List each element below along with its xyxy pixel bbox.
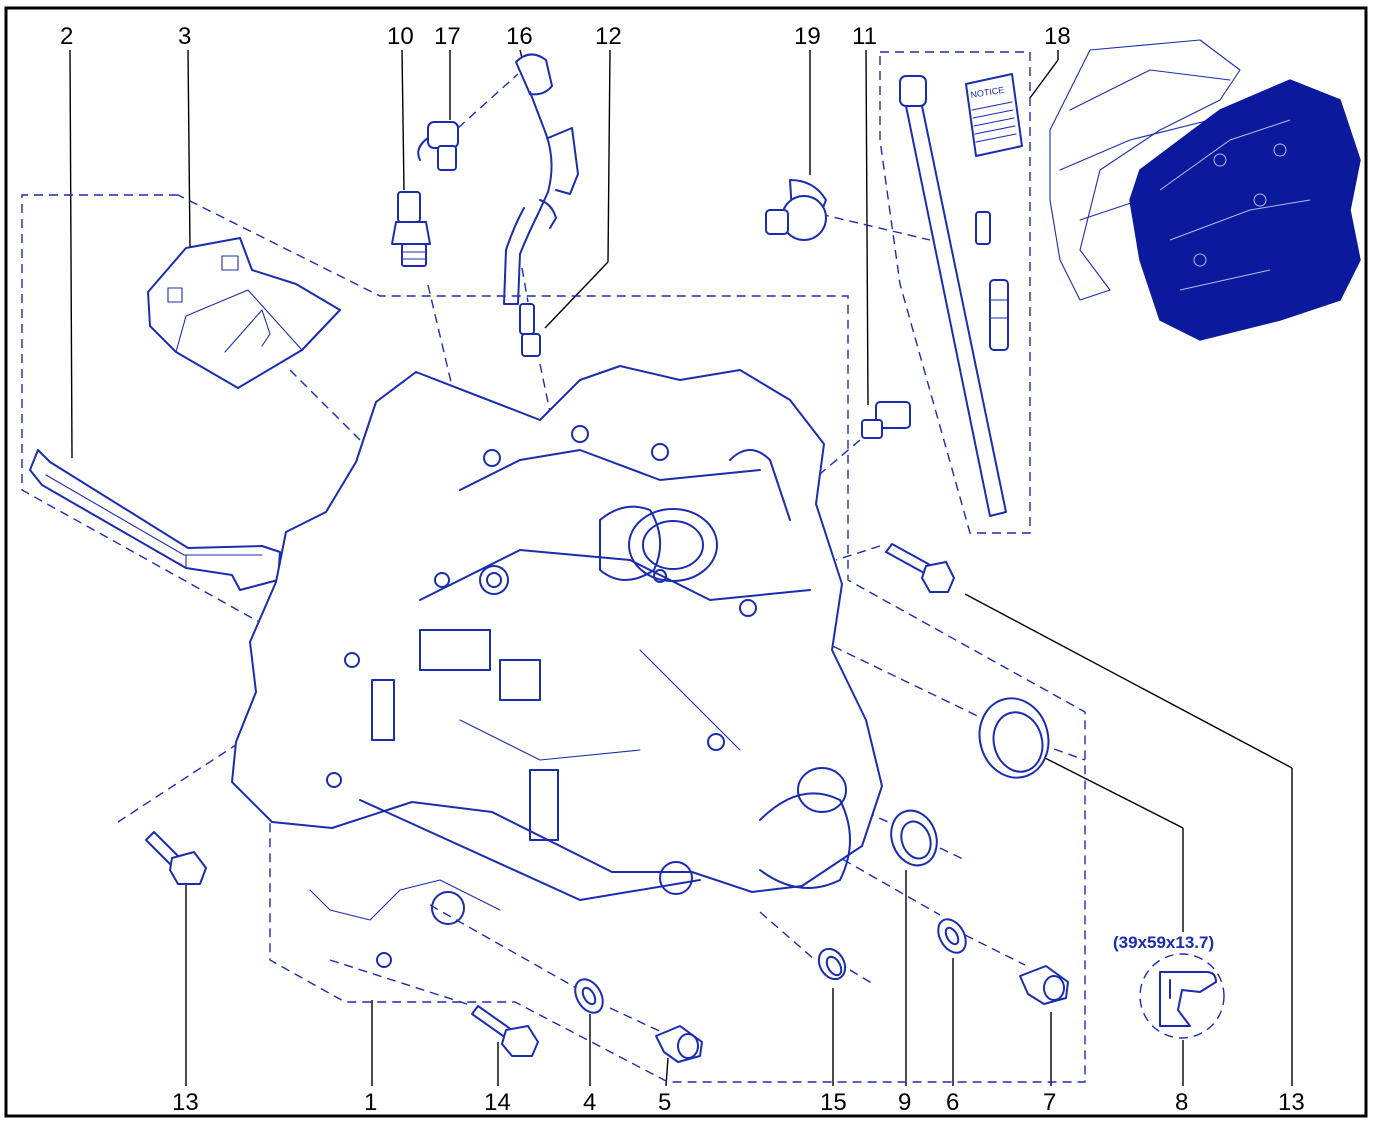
callout-6: 6	[946, 1089, 959, 1116]
part-18-notice-booklet: NOTICE	[965, 73, 1023, 157]
part-16-breather-hose	[503, 53, 579, 305]
callout-10: 10	[387, 23, 414, 50]
part-18-tube	[899, 75, 1007, 517]
callout-11: 11	[852, 23, 877, 50]
part-5-plug	[655, 1025, 703, 1063]
part-14-bolt	[471, 1005, 539, 1057]
part-18-fitting-small	[975, 211, 991, 245]
leader-lines	[69, 49, 1293, 1087]
callout-9: 9	[898, 1089, 911, 1116]
part-1-gearbox-housing	[231, 365, 883, 968]
seal-size-label: (39x59x13.7)	[1113, 933, 1214, 952]
callout-18: 18	[1044, 23, 1071, 50]
callout-16: 16	[506, 23, 533, 50]
part-17-connector	[417, 121, 459, 171]
assembled-gearbox-thumbnail	[1049, 39, 1361, 341]
part-18-fitting-large	[989, 279, 1009, 351]
callout-8: 8	[1175, 1089, 1188, 1116]
part-15-ring	[817, 947, 847, 981]
part-13-bolt-left	[145, 831, 207, 885]
callout-17: 17	[434, 23, 461, 50]
callout-13-left: 13	[172, 1089, 199, 1116]
part-19-clip	[765, 179, 827, 241]
part-12-stud	[519, 303, 541, 357]
part-7-plug	[1019, 965, 1069, 1005]
seal-section-detail: (39x59x13.7)	[1113, 933, 1225, 1039]
callout-1: 1	[364, 1089, 377, 1116]
callout-4: 4	[583, 1089, 596, 1116]
part-13-bolt-right	[885, 543, 955, 593]
callout-3: 3	[178, 23, 191, 50]
diagram-frame	[4, 6, 1368, 1118]
callout-19: 19	[794, 23, 821, 50]
callout-7: 7	[1043, 1089, 1056, 1116]
part-4-washer	[574, 978, 604, 1014]
part-10-switch	[391, 191, 431, 267]
callout-13-right: 13	[1278, 1089, 1305, 1116]
part-3-heat-shield	[147, 237, 341, 389]
callout-12: 12	[595, 23, 622, 50]
callout-2: 2	[60, 23, 73, 50]
callout-15: 15	[820, 1089, 847, 1116]
part-6-washer	[937, 918, 967, 954]
part-9-seal	[890, 809, 938, 867]
callout-5: 5	[658, 1089, 671, 1116]
part-2-bracket	[29, 449, 281, 591]
part-8-seal	[978, 697, 1050, 779]
callout-14: 14	[484, 1089, 511, 1116]
part-11-sensor	[861, 401, 911, 439]
